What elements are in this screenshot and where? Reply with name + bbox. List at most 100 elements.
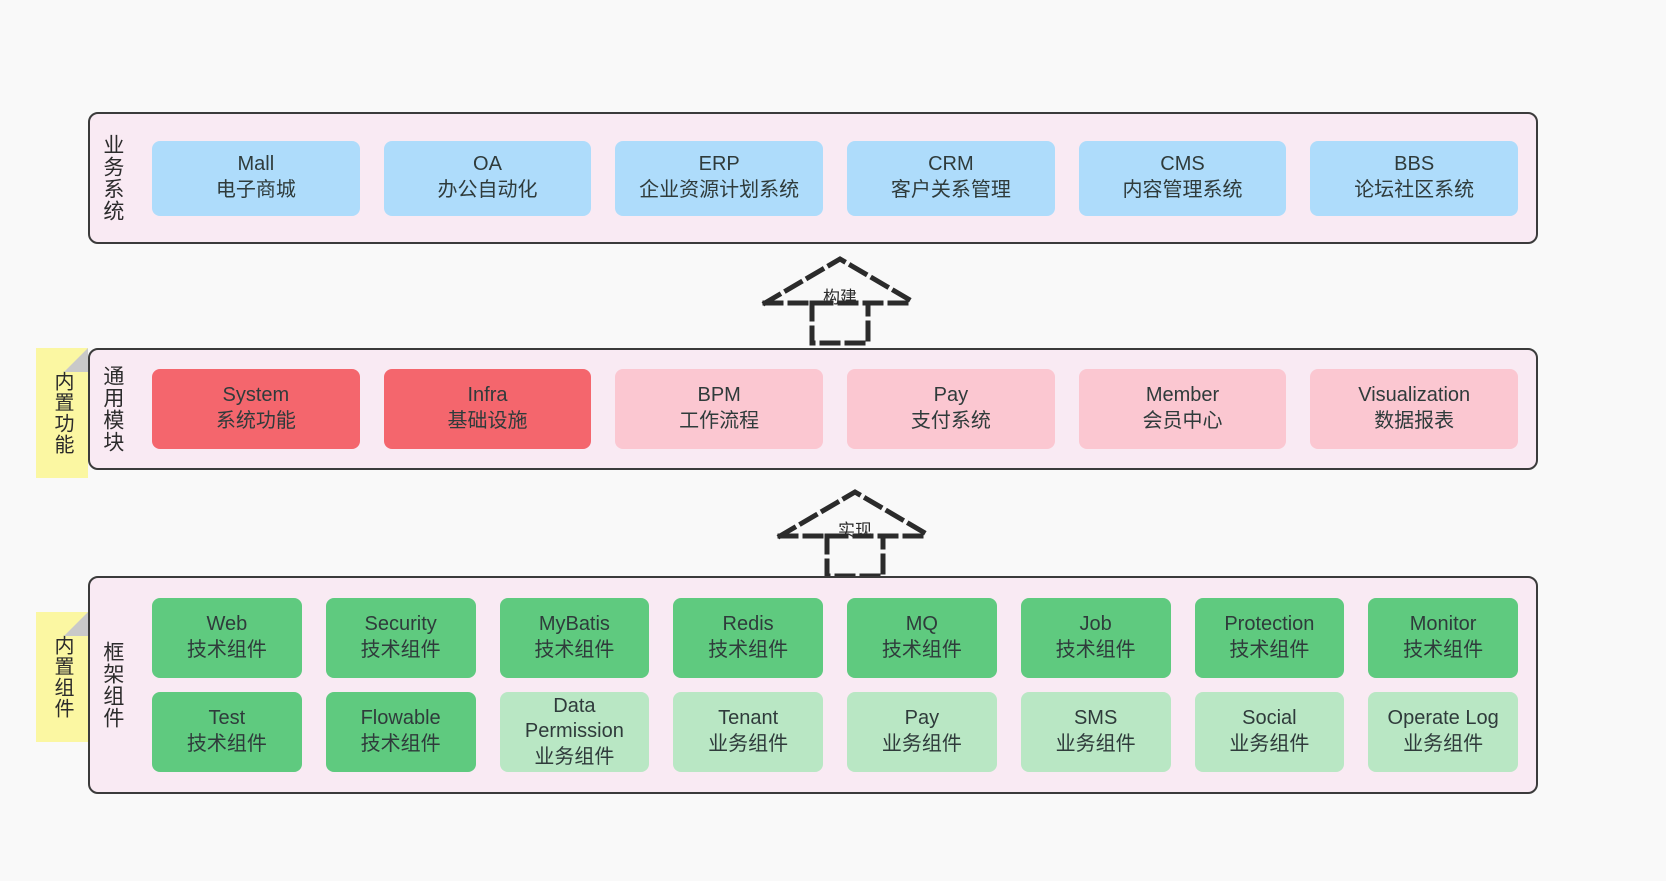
node-mall-name: Mall — [237, 153, 275, 176]
arrow-build-glyph — [761, 256, 919, 346]
node-visualization-desc: 数据报表 — [1374, 410, 1455, 432]
node-crm-desc: 客户关系管理 — [890, 179, 1011, 201]
node-operate-log-desc: 业务组件 — [1403, 733, 1484, 755]
node-erp-name: ERP — [698, 153, 740, 176]
node-web-desc: 技术组件 — [186, 639, 267, 661]
layer-business-systems-label: 业务系统 — [100, 134, 124, 222]
node-job-desc: 技术组件 — [1055, 639, 1136, 661]
node-sms[interactable]: SMS 业务组件 — [1020, 692, 1171, 772]
sticky-note-builtin-components: 内置组件 — [36, 612, 88, 742]
node-tenant-name: Tenant — [718, 707, 779, 730]
node-mybatis[interactable]: MyBatis 技术组件 — [499, 598, 650, 678]
framework-tech-row: Web 技术组件 Security 技术组件 MyBatis 技术组件 Redi… — [152, 598, 1518, 678]
node-member[interactable]: Member 会员中心 — [1078, 369, 1287, 449]
node-bbs-name: BBS — [1394, 153, 1435, 176]
node-web[interactable]: Web 技术组件 — [152, 598, 302, 678]
node-mall-desc: 电子商城 — [215, 179, 296, 201]
layer-common-modules-body: System 系统功能 Infra 基础设施 BPM 工作流程 Pay 支付系统… — [134, 350, 1536, 468]
node-system-desc: 系统功能 — [215, 410, 296, 432]
common-modules-row: System 系统功能 Infra 基础设施 BPM 工作流程 Pay 支付系统… — [152, 369, 1519, 449]
sticky-note-builtin-components-text: 内置组件 — [51, 635, 73, 719]
node-sms-name: SMS — [1073, 707, 1118, 730]
node-oa-name: OA — [473, 153, 502, 176]
node-data-permission-name: Data Permission — [524, 694, 624, 743]
node-flowable-desc: 技术组件 — [360, 733, 441, 755]
arrow-implement: 实现 — [770, 486, 940, 579]
node-social-desc: 业务组件 — [1229, 733, 1310, 755]
node-web-name: Web — [206, 613, 248, 636]
node-redis[interactable]: Redis 技术组件 — [673, 598, 823, 678]
node-member-name: Member — [1145, 384, 1220, 407]
node-mq-name: MQ — [905, 613, 938, 636]
node-bpm-desc: 工作流程 — [679, 410, 760, 432]
layer-common-modules: 通用模块 System 系统功能 Infra 基础设施 BPM 工作流程 Pay… — [88, 348, 1538, 470]
node-flowable[interactable]: Flowable 技术组件 — [325, 692, 476, 772]
node-visualization-name: Visualization — [1358, 384, 1471, 407]
node-test-desc: 技术组件 — [186, 733, 267, 755]
node-erp-desc: 企业资源计划系统 — [639, 179, 800, 201]
node-bbs-desc: 论坛社区系统 — [1354, 179, 1475, 201]
node-mybatis-name: MyBatis — [538, 613, 610, 636]
node-monitor-name: Monitor — [1409, 613, 1477, 636]
node-oa[interactable]: OA 办公自动化 — [383, 140, 592, 216]
node-pay-component[interactable]: Pay 业务组件 — [847, 692, 997, 772]
node-mall[interactable]: Mall 电子商城 — [152, 140, 360, 216]
node-cms-name: CMS — [1160, 153, 1205, 176]
node-flowable-name: Flowable — [360, 707, 441, 730]
node-system[interactable]: System 系统功能 — [152, 369, 360, 449]
node-test[interactable]: Test 技术组件 — [152, 692, 302, 772]
node-test-name: Test — [208, 707, 246, 730]
node-infra[interactable]: Infra 基础设施 — [383, 369, 592, 449]
node-pay-module[interactable]: Pay 支付系统 — [847, 369, 1055, 449]
layer-business-systems-body: Mall 电子商城 OA 办公自动化 ERP 企业资源计划系统 CRM 客户关系… — [134, 114, 1536, 242]
node-operate-log-name: Operate Log — [1387, 707, 1499, 730]
node-data-permission-desc: 业务组件 — [534, 745, 615, 768]
node-sms-desc: 业务组件 — [1055, 733, 1136, 755]
node-system-name: System — [222, 384, 290, 407]
node-security-name: Security — [364, 613, 437, 636]
node-pay-component-name: Pay — [904, 707, 940, 730]
node-crm[interactable]: CRM 客户关系管理 — [847, 140, 1055, 216]
node-protection[interactable]: Protection 技术组件 — [1194, 598, 1345, 678]
sticky-note-builtin-functions: 内置功能 — [36, 348, 88, 478]
node-job[interactable]: Job 技术组件 — [1020, 598, 1171, 678]
node-bbs[interactable]: BBS 论坛社区系统 — [1310, 140, 1519, 216]
node-tenant[interactable]: Tenant 业务组件 — [673, 692, 823, 772]
node-bpm-name: BPM — [697, 384, 741, 407]
node-pay-module-name: Pay — [933, 384, 969, 407]
node-tenant-desc: 业务组件 — [708, 733, 789, 755]
layer-business-systems: 业务系统 Mall 电子商城 OA 办公自动化 ERP 企业资源计划系统 CRM… — [88, 112, 1538, 244]
node-bpm[interactable]: BPM 工作流程 — [615, 369, 824, 449]
sticky-note-builtin-functions-text: 内置功能 — [51, 371, 73, 455]
business-systems-row: Mall 电子商城 OA 办公自动化 ERP 企业资源计划系统 CRM 客户关系… — [152, 140, 1519, 216]
node-data-permission[interactable]: Data Permission 业务组件 — [499, 692, 650, 772]
node-cms-desc: 内容管理系统 — [1122, 179, 1243, 201]
node-monitor[interactable]: Monitor 技术组件 — [1368, 598, 1518, 678]
layer-common-modules-label: 通用模块 — [100, 365, 124, 453]
node-social-name: Social — [1242, 707, 1297, 730]
node-redis-name: Redis — [722, 613, 774, 636]
node-infra-desc: 基础设施 — [447, 410, 528, 432]
node-oa-desc: 办公自动化 — [437, 179, 538, 201]
node-security[interactable]: Security 技术组件 — [325, 598, 476, 678]
node-visualization[interactable]: Visualization 数据报表 — [1310, 369, 1519, 449]
node-monitor-desc: 技术组件 — [1403, 639, 1484, 661]
node-member-desc: 会员中心 — [1142, 410, 1223, 432]
node-erp[interactable]: ERP 企业资源计划系统 — [615, 140, 824, 216]
arrow-build: 构建 — [755, 253, 925, 346]
node-operate-log[interactable]: Operate Log 业务组件 — [1368, 692, 1518, 772]
node-protection-name: Protection — [1224, 613, 1315, 636]
node-cms[interactable]: CMS 内容管理系统 — [1078, 140, 1287, 216]
node-social[interactable]: Social 业务组件 — [1194, 692, 1345, 772]
layer-framework-components-body: Web 技术组件 Security 技术组件 MyBatis 技术组件 Redi… — [134, 578, 1536, 792]
arrow-implement-label: 实现 — [838, 521, 872, 540]
node-crm-name: CRM — [928, 153, 974, 176]
node-mq[interactable]: MQ 技术组件 — [847, 598, 997, 678]
layer-framework-components-label: 框架组件 — [100, 641, 124, 729]
node-infra-name: Infra — [467, 384, 508, 407]
node-security-desc: 技术组件 — [360, 639, 441, 661]
node-mq-desc: 技术组件 — [881, 639, 962, 661]
layer-framework-components: 框架组件 Web 技术组件 Security 技术组件 MyBatis 技术组件… — [88, 576, 1538, 794]
node-redis-desc: 技术组件 — [708, 639, 789, 661]
